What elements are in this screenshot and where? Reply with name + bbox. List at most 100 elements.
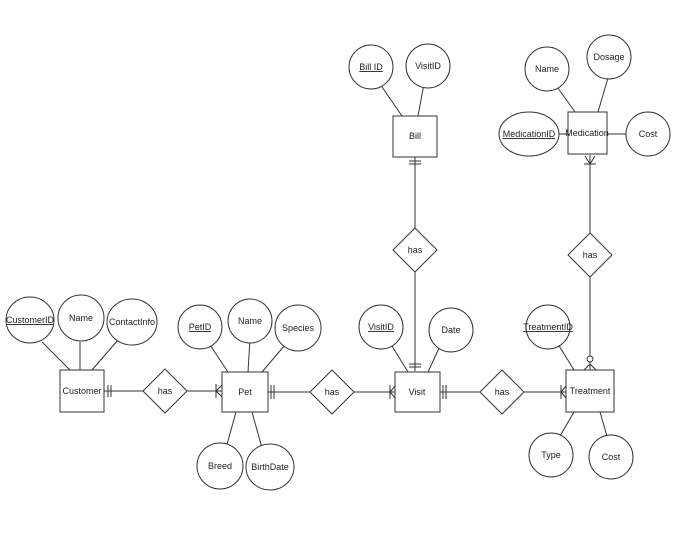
attribute-pet-name[interactable]: Name <box>227 298 273 344</box>
attribute-bill-visitid-ellipse <box>405 43 451 89</box>
link-customerid <box>41 341 71 371</box>
relationship-visit-treatment-label: has <box>495 387 510 397</box>
attribute-treatment-cost[interactable]: Cost <box>588 434 634 480</box>
attribute-medication-name-label: Name <box>535 64 559 74</box>
cardinality-treatment-top-circle <box>586 355 594 363</box>
attribute-treatment-cost-ellipse <box>588 434 634 480</box>
entity-medication-box <box>567 111 608 155</box>
relationship-bill-visit-label: has <box>408 245 423 255</box>
attribute-petid-ellipse <box>177 304 223 350</box>
attribute-dosage[interactable]: Dosage <box>586 34 632 80</box>
relationship-customer-pet[interactable]: has <box>142 368 188 414</box>
link-petid <box>209 344 229 373</box>
cardinality-treatment-left-crow <box>560 385 567 399</box>
link-birthdate <box>251 411 263 449</box>
link-visitid <box>391 345 409 373</box>
link-contactinfo <box>91 339 119 371</box>
relationship-medication-treatment[interactable]: has <box>567 232 613 278</box>
entity-medication[interactable]: Medication <box>565 111 609 155</box>
cardinality-visit-left-crow <box>389 385 396 399</box>
attribute-customerid[interactable]: CustomerID <box>5 296 55 344</box>
attribute-treatmentid-ellipse <box>525 304 571 350</box>
relationship-visit-treatment[interactable]: has <box>479 369 525 415</box>
attribute-petid[interactable]: PetID <box>177 304 223 350</box>
attribute-treatment-type[interactable]: Type <box>528 432 574 478</box>
attribute-treatmentid[interactable]: TreatmentID <box>523 304 573 350</box>
attribute-visit-date[interactable]: Date <box>428 307 474 353</box>
attribute-contactinfo-label: ContactInfo <box>109 317 155 327</box>
relationship-pet-visit-diamond <box>309 369 355 415</box>
attribute-visitid[interactable]: VisitID <box>358 304 404 350</box>
attribute-dosage-ellipse <box>586 34 632 80</box>
attribute-dosage-label: Dosage <box>593 52 624 62</box>
link-visit-date <box>427 345 441 373</box>
attribute-breed[interactable]: Breed <box>196 442 244 490</box>
entity-customer-box <box>59 369 105 413</box>
attribute-birthdate-label: BirthDate <box>251 462 289 472</box>
attribute-medication-cost[interactable]: Cost <box>625 111 671 157</box>
attribute-visit-date-ellipse <box>428 307 474 353</box>
attribute-customer-name-ellipse <box>57 294 105 342</box>
attribute-species-ellipse <box>274 304 322 352</box>
attribute-breed-label: Breed <box>208 461 232 471</box>
link-pet-name <box>247 337 251 373</box>
attribute-customer-name[interactable]: Name <box>57 294 105 342</box>
attribute-species-label: Species <box>282 323 315 333</box>
entity-bill-label: Bill <box>409 131 421 141</box>
attribute-birthdate[interactable]: BirthDate <box>245 443 295 491</box>
attribute-pet-name-label: Name <box>238 316 262 326</box>
relationship-medication-treatment-label: has <box>583 250 598 260</box>
attribute-customer-name-label: Name <box>69 313 93 323</box>
attribute-billid[interactable]: Bill ID <box>348 44 394 90</box>
attribute-medication-cost-label: Cost <box>639 129 658 139</box>
entity-treatment[interactable]: Treatment <box>565 369 615 413</box>
entity-treatment-box <box>565 369 615 413</box>
link-treatment-type <box>559 411 575 437</box>
attribute-billid-label: Bill ID <box>359 62 383 72</box>
entity-visit[interactable]: Visit <box>394 371 441 413</box>
attribute-treatment-cost-label: Cost <box>602 452 621 462</box>
attribute-visitid-ellipse <box>358 304 404 350</box>
link-medication-name <box>554 83 576 113</box>
entity-customer-label: Customer <box>62 386 101 396</box>
relationship-customer-pet-diamond <box>142 368 188 414</box>
cardinality-medication-crow <box>584 155 596 165</box>
attribute-medication-name[interactable]: Name <box>524 46 570 92</box>
attribute-treatment-type-ellipse <box>528 432 574 478</box>
attribute-medicationid-label: MedicationID <box>503 129 556 139</box>
attribute-medication-cost-ellipse <box>625 111 671 157</box>
entity-bill[interactable]: Bill <box>392 115 438 158</box>
entity-pet[interactable]: Pet <box>221 371 269 413</box>
entity-pet-label: Pet <box>238 387 252 397</box>
attribute-species[interactable]: Species <box>274 304 322 352</box>
attribute-pet-name-ellipse <box>227 298 273 344</box>
relationship-bill-visit[interactable]: has <box>392 227 438 273</box>
attribute-birthdate-ellipse <box>245 443 295 491</box>
attribute-contactinfo-ellipse <box>106 298 158 346</box>
relationship-visit-treatment-diamond <box>479 369 525 415</box>
attribute-billid-ellipse <box>348 44 394 90</box>
entity-customer[interactable]: Customer <box>59 369 105 413</box>
link-breed <box>225 411 237 449</box>
link-species <box>261 344 286 373</box>
attribute-treatment-type-label: Type <box>541 450 561 460</box>
attribute-customerid-ellipse <box>5 296 55 344</box>
link-treatmentid <box>557 343 575 371</box>
attribute-medicationid-ellipse <box>498 111 560 157</box>
attribute-contactinfo[interactable]: ContactInfo <box>106 298 158 346</box>
attribute-medication-name-ellipse <box>524 46 570 92</box>
link-dosage <box>597 77 609 113</box>
attribute-petid-label: PetID <box>189 322 212 332</box>
entity-medication-label: Medication <box>565 128 609 138</box>
entity-pet-box <box>221 371 269 413</box>
attribute-bill-visitid[interactable]: VisitID <box>405 43 451 89</box>
attribute-medicationid[interactable]: MedicationID <box>498 111 560 157</box>
link-treatment-cost <box>599 411 608 437</box>
attribute-breed-ellipse <box>196 442 244 490</box>
relationship-pet-visit[interactable]: has <box>309 369 355 415</box>
link-bill-visitid <box>417 83 425 117</box>
attribute-bill-visitid-label: VisitID <box>415 61 441 71</box>
attribute-visit-date-label: Date <box>441 325 460 335</box>
cardinality-pet-left-crow <box>215 384 223 398</box>
